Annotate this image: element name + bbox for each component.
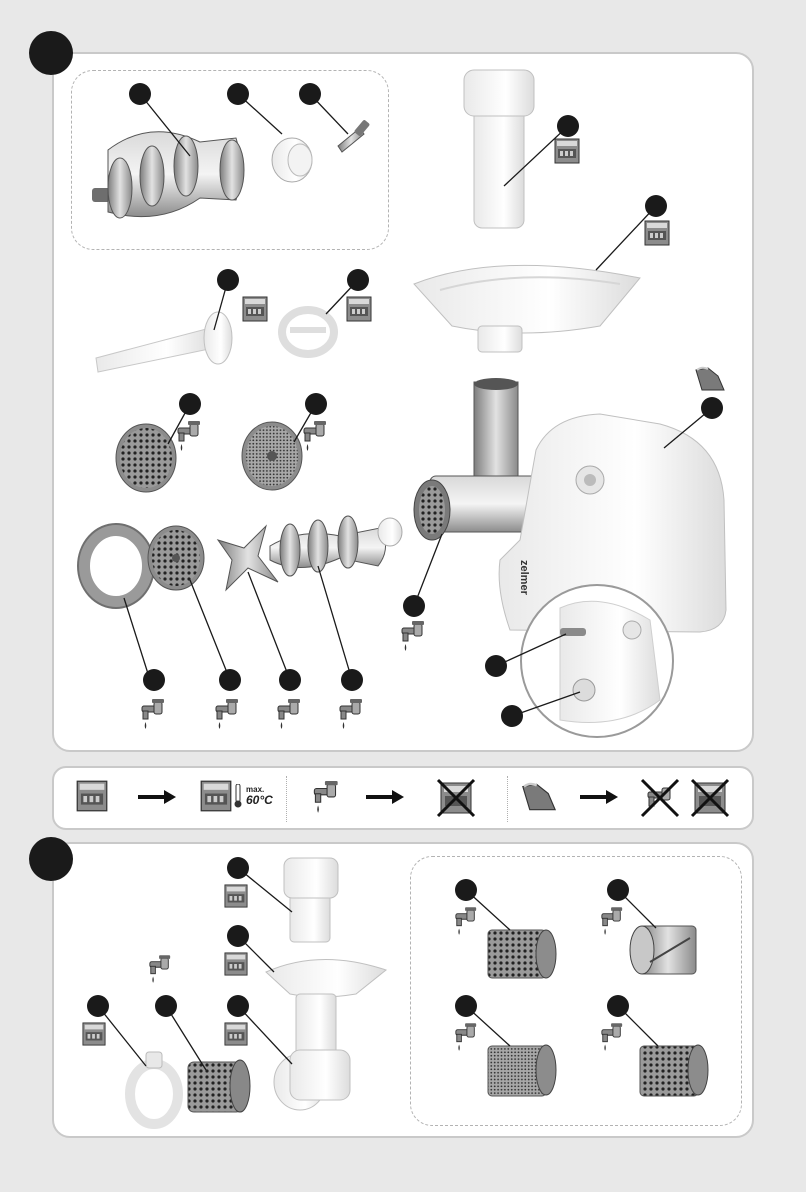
marker-shredder-body <box>227 995 249 1017</box>
water-tap-icon <box>140 698 166 732</box>
marker-drum-fine <box>455 995 477 1017</box>
no-dishwasher-icon <box>436 778 476 818</box>
marker-knife <box>279 669 301 691</box>
dishwasher-icon <box>554 138 580 164</box>
brand-label: zelmer <box>518 560 530 595</box>
dishwasher-icon <box>200 780 232 812</box>
marker-sausage-attachment <box>217 269 239 291</box>
water-tap-icon <box>600 906 624 938</box>
water-tap-icon <box>176 420 202 454</box>
section-marker-1 <box>29 31 73 75</box>
max-temperature-label: max. 60°C <box>246 786 273 806</box>
marker-shredder-ring <box>87 995 109 1017</box>
water-tap-icon <box>312 780 340 816</box>
dishwasher-icon <box>346 296 372 322</box>
legend-divider-2 <box>507 776 508 822</box>
marker-drum-coarse <box>455 879 477 901</box>
legend-divider-1 <box>286 776 287 822</box>
marker-shredder-tray <box>227 925 249 947</box>
water-tap-icon <box>338 698 364 732</box>
marker-plate-medium <box>219 669 241 691</box>
arrow-right-icon <box>580 790 618 804</box>
damp-cloth-icon <box>694 366 726 392</box>
arrow-right-icon <box>366 790 404 804</box>
marker-shredder-drum <box>155 995 177 1017</box>
dishwasher-icon <box>242 296 268 322</box>
marker-plate-fine <box>305 393 327 415</box>
marker-reverse-button <box>501 705 523 727</box>
arrow-right-icon <box>138 790 176 804</box>
water-tap-icon <box>400 620 426 654</box>
marker-shredder-pusher <box>227 857 249 879</box>
marker-auger-small <box>341 669 363 691</box>
marker-bushing <box>227 83 249 105</box>
marker-screw <box>299 83 321 105</box>
water-tap-icon <box>276 698 302 732</box>
water-tap-icon <box>214 698 240 732</box>
marker-auger-large <box>129 83 151 105</box>
marker-tray <box>645 195 667 217</box>
marker-drum-slicing <box>607 879 629 901</box>
water-tap-icon <box>600 1022 624 1054</box>
dishwasher-icon <box>76 780 108 812</box>
no-water-tap-icon <box>640 778 680 818</box>
section-marker-2 <box>29 837 73 881</box>
thermometer-icon <box>234 784 242 808</box>
dishwasher-icon <box>224 884 248 908</box>
water-tap-icon <box>148 954 172 986</box>
marker-motor-body <box>701 397 723 419</box>
dishwasher-icon <box>644 220 670 246</box>
dishwasher-icon <box>224 1022 248 1046</box>
no-dishwasher-icon <box>690 778 730 818</box>
water-tap-icon <box>302 420 328 454</box>
temperature-label: 60°C <box>246 794 273 806</box>
water-tap-icon <box>454 1022 478 1054</box>
damp-cloth-icon <box>520 782 558 812</box>
marker-plate-coarse <box>179 393 201 415</box>
marker-locking-ring <box>143 669 165 691</box>
dishwasher-icon <box>82 1022 106 1046</box>
marker-switch <box>485 655 507 677</box>
dishwasher-icon <box>224 952 248 976</box>
water-tap-icon <box>454 906 478 938</box>
marker-mincer-head <box>403 595 425 617</box>
marker-drum-medium <box>607 995 629 1017</box>
marker-separator <box>347 269 369 291</box>
marker-pusher <box>557 115 579 137</box>
